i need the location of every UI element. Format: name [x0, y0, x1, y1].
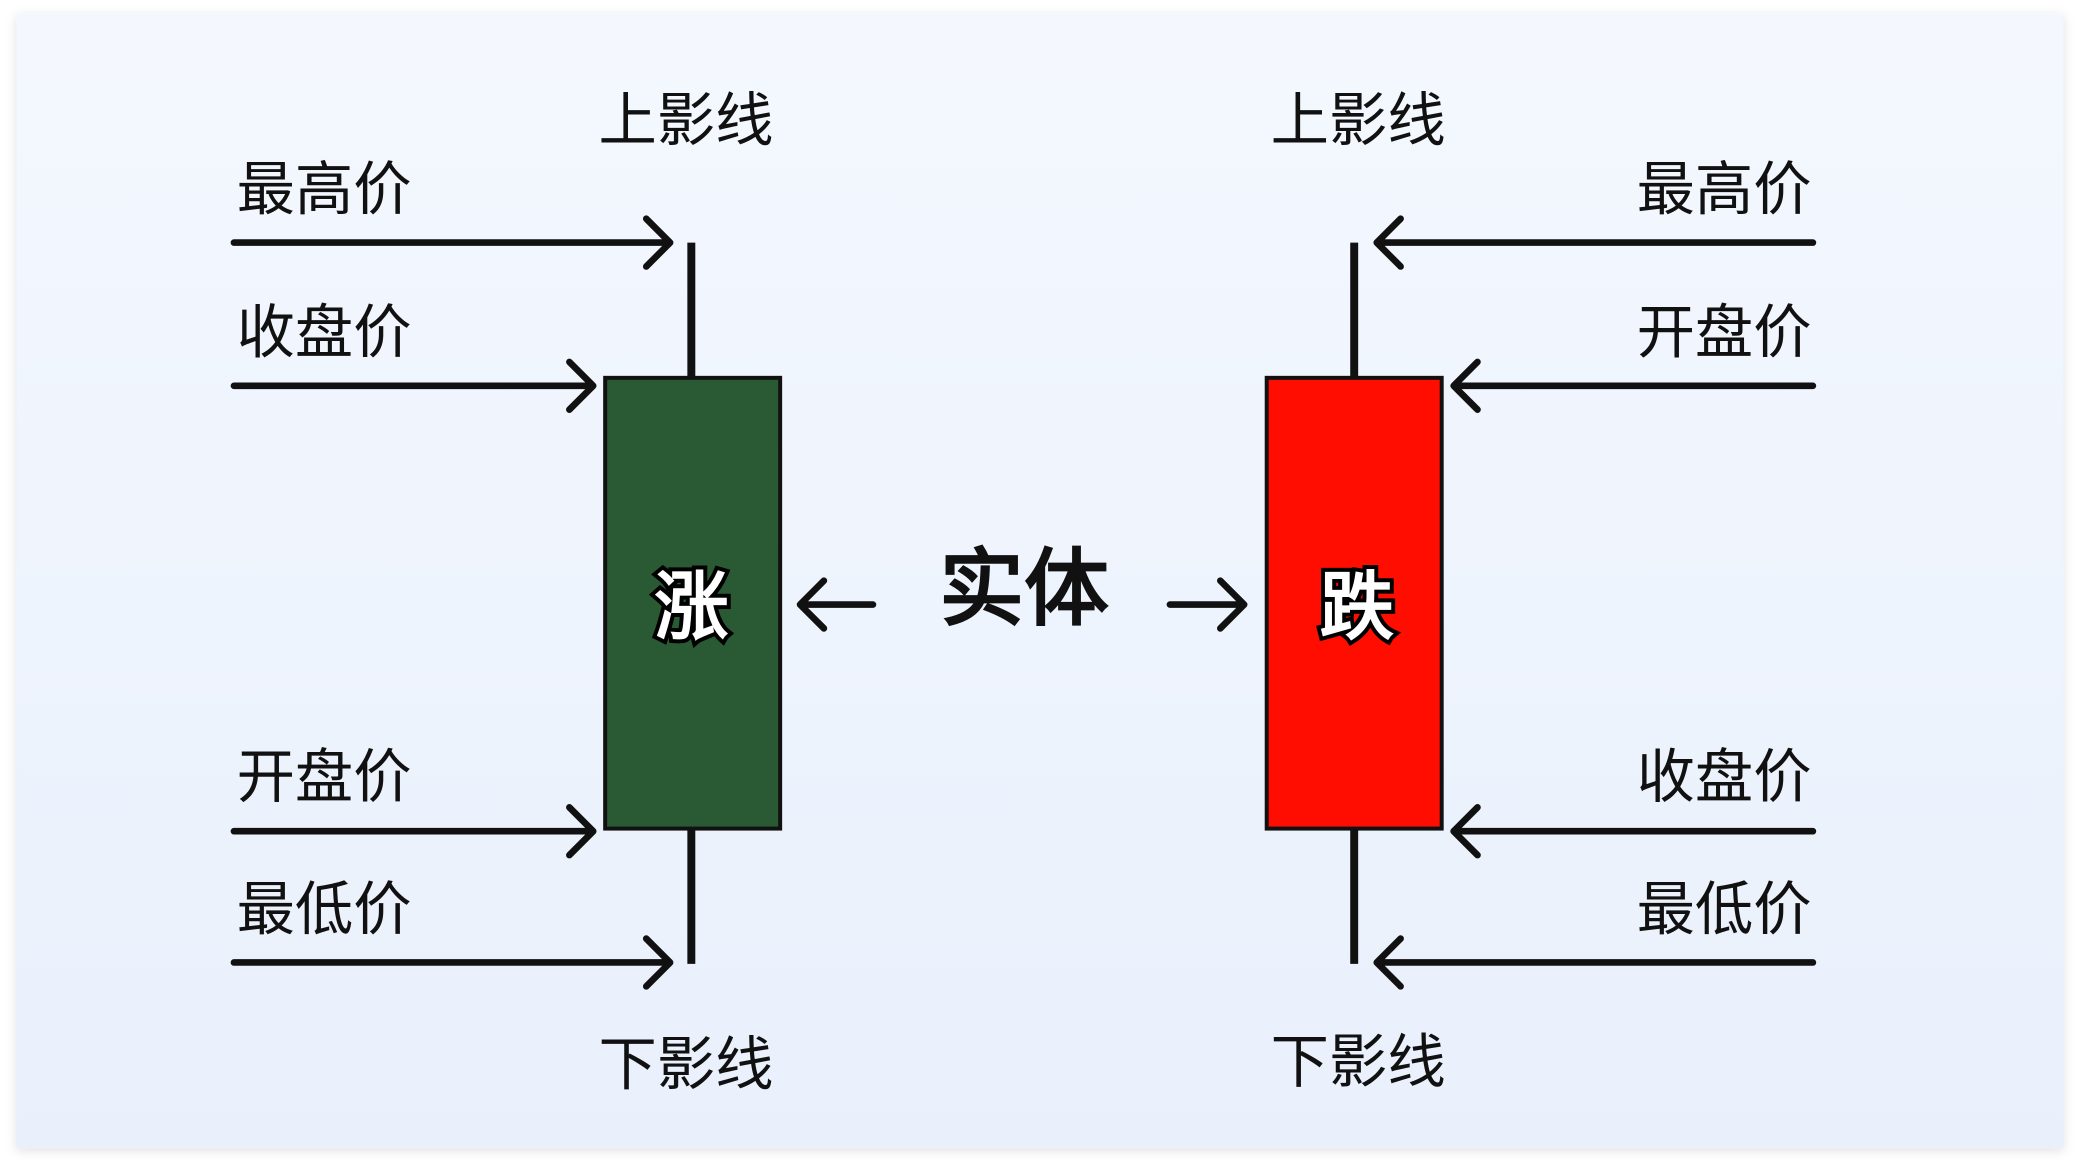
bullish-high-label: 最高价 [237, 155, 412, 223]
bearish-open-label: 开盘价 [1637, 299, 1812, 367]
bearish-close-arrow-icon [1450, 804, 1817, 859]
body-center-label: 实体 [939, 540, 1109, 639]
bullish-candle: 涨 上影线 下影线 最高价 收盘价 开盘价 最低价 [230, 87, 783, 1098]
left-arrow-icon [796, 577, 877, 632]
bullish-body-label: 涨 [654, 563, 728, 650]
bearish-candle: 跌 上影线 下影线 最高价 开盘价 收盘价 最低价 [1264, 87, 1817, 1096]
bearish-body-label: 跌 [1320, 563, 1394, 650]
bullish-low-label: 最低价 [237, 875, 412, 943]
right-arrow-icon [1166, 577, 1248, 632]
bearish-body [1264, 375, 1444, 831]
bullish-lower-shadow-label: 下影线 [599, 1030, 774, 1098]
bearish-upper-shadow-label: 上影线 [1271, 87, 1446, 155]
bullish-open-arrow-icon [230, 804, 597, 859]
bearish-open-arrow-icon [1450, 358, 1817, 413]
bullish-body [603, 375, 783, 831]
bearish-high-label: 最高价 [1637, 155, 1812, 223]
bullish-high-arrow-icon [230, 215, 674, 270]
bullish-close-arrow-icon [230, 358, 597, 413]
card-background [16, 13, 2064, 1149]
bullish-open-label: 开盘价 [237, 743, 412, 811]
bearish-high-arrow-icon [1373, 215, 1817, 270]
bearish-low-label: 最低价 [1637, 875, 1812, 943]
bullish-upper-shadow-label: 上影线 [599, 87, 774, 155]
bullish-low-arrow-icon [230, 935, 674, 990]
bearish-close-label: 收盘价 [1637, 743, 1812, 811]
bearish-low-arrow-icon [1373, 935, 1817, 990]
bearish-lower-shadow-label: 下影线 [1271, 1028, 1446, 1096]
bullish-close-label: 收盘价 [237, 299, 412, 367]
